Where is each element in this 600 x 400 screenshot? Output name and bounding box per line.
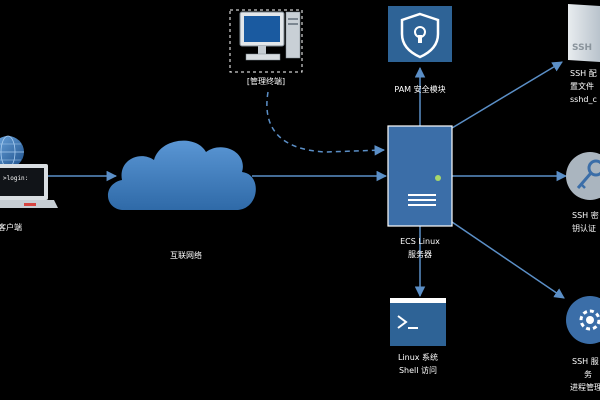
laptop-icon: >login: bbox=[0, 164, 58, 208]
server-node: ECS Linux 服务器 bbox=[387, 125, 453, 259]
cloud-network-node: 互联网络 bbox=[107, 140, 256, 260]
ssh-config-label-line3: sshd_c bbox=[570, 95, 597, 104]
ssh-key-node: SSH 密 钥认证 bbox=[566, 152, 600, 233]
document-icon: SSH bbox=[568, 4, 600, 62]
link-server-sshconfig bbox=[451, 61, 563, 129]
shield-icon bbox=[400, 12, 440, 59]
terminal-icon bbox=[390, 298, 446, 346]
network-label: 互联网络 bbox=[170, 250, 202, 260]
terminal-prompt-text: >login: bbox=[3, 175, 28, 182]
pam-tile bbox=[388, 6, 452, 62]
computer-icon bbox=[239, 11, 301, 61]
ssh-service-label-line3: 进程管理 bbox=[570, 382, 600, 392]
link-server-sshservice bbox=[451, 221, 565, 299]
ssh-service-label-line1: SSH 服 bbox=[572, 357, 599, 366]
ssh-config-label-line1: SSH 配 bbox=[570, 69, 597, 78]
ssh-service-label-line2: 务 bbox=[584, 369, 592, 379]
client-label: 客户端 bbox=[0, 222, 22, 232]
server-label-line2: 服务器 bbox=[408, 249, 432, 259]
ssh-key-label-line1: SSH 密 bbox=[572, 210, 599, 220]
ssh-config-label-line2: 置文件 bbox=[570, 81, 594, 91]
ssh-service-node: SSH 服 务 进程管理 bbox=[566, 296, 600, 392]
admin-pc-label: [管理终端] bbox=[247, 76, 285, 86]
shell-node: Linux 系统 Shell 访问 bbox=[390, 298, 446, 375]
pam-label: PAM 安全模块 bbox=[394, 84, 445, 94]
key-icon bbox=[566, 152, 600, 200]
gear-icon bbox=[566, 296, 600, 344]
admin-pc-selection-box bbox=[229, 9, 303, 73]
admin-pc-node: [管理终端] bbox=[229, 9, 303, 86]
ssh-doc-text: SSH bbox=[572, 43, 592, 53]
server-icon bbox=[387, 125, 453, 227]
link-admin-server bbox=[266, 91, 386, 156]
client-node: >login: 客户端 bbox=[0, 135, 58, 232]
server-label-line1: ECS Linux bbox=[400, 237, 440, 246]
cloud-icon bbox=[107, 140, 256, 210]
shell-label-line1: Linux 系统 bbox=[398, 352, 438, 362]
ssh-key-label-line2: 钥认证 bbox=[572, 223, 596, 233]
shell-label-line2: Shell 访问 bbox=[399, 365, 437, 375]
pam-node: PAM 安全模块 bbox=[388, 6, 452, 94]
connections bbox=[48, 61, 568, 299]
globe-icon bbox=[0, 135, 24, 169]
ssh-config-node: SSH SSH 配 置文件 sshd_c bbox=[568, 4, 600, 104]
